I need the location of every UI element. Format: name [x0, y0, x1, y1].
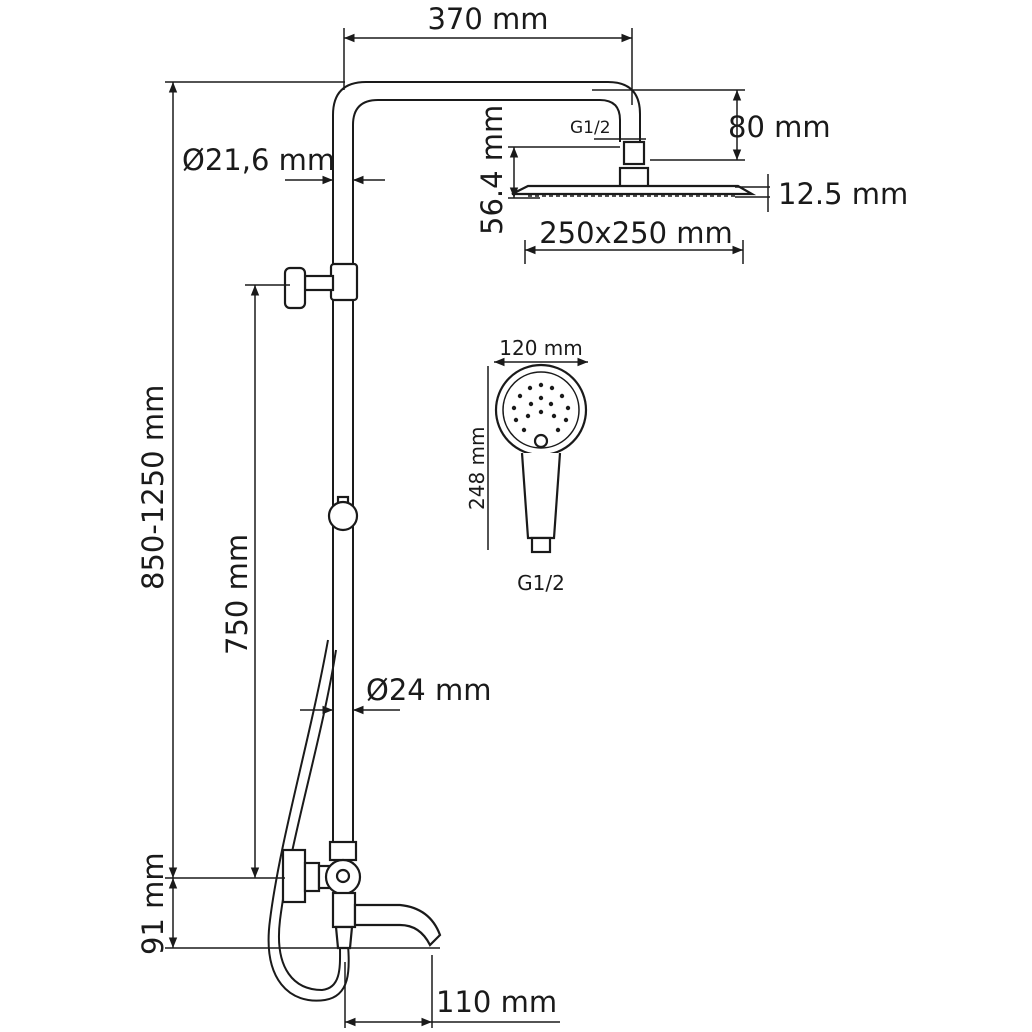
dim-overhead-height: 56.4 mm [475, 105, 620, 235]
overhead-shower-head [511, 140, 757, 197]
arm-length-label: 370 mm [427, 2, 548, 36]
shower-hose [267, 639, 350, 1002]
rail-length-label: 750 mm [220, 534, 254, 655]
shower-riser-pipe [332, 81, 641, 855]
overhead-thread-label: G1/2 [570, 118, 611, 138]
dim-overhead-drop: 80 mm [592, 89, 831, 161]
dim-arm-length: 370 mm [343, 2, 633, 105]
hand-shower-slider [327, 495, 359, 532]
overhead-drop-label: 80 mm [728, 110, 831, 144]
total-height-label: 850-1250 mm [136, 385, 170, 590]
hand-shower-diameter-label: 120 mm [499, 336, 583, 360]
dim-lower-diameter: Ø24 mm [300, 673, 491, 715]
spout-reach-label: 110 mm [436, 985, 557, 1019]
hand-shower-thread-label: G1/2 [517, 571, 565, 595]
mixer-height-label: 91 mm [136, 852, 170, 955]
dim-overhead-size: 250x250 mm [524, 216, 744, 264]
hand-shower-length-label: 248 mm [465, 427, 489, 511]
hand-shower [494, 363, 588, 554]
dim-spout-reach: 110 mm [344, 955, 560, 1028]
spray-nozzles [511, 382, 571, 433]
dim-overhead-thickness: 12.5 mm [735, 174, 908, 212]
lower-diameter-label: Ø24 mm [366, 673, 491, 707]
dim-hand-shower-length: 248 mm [465, 366, 489, 550]
dim-total-height: 850-1250 mm [136, 81, 345, 878]
overhead-size-label: 250x250 mm [539, 216, 733, 250]
overhead-thickness-label: 12.5 mm [778, 177, 908, 211]
dim-upper-diameter: Ø21,6 mm [182, 143, 385, 185]
upper-diameter-label: Ø21,6 mm [182, 143, 335, 177]
rail-top-bracket [283, 262, 359, 310]
dim-hand-shower-diameter: 120 mm [494, 336, 588, 367]
overhead-height-label: 56.4 mm [475, 105, 509, 235]
dim-rail-length: 750 mm [220, 284, 290, 878]
bath-mixer [281, 840, 442, 950]
dim-mixer-height: 91 mm [136, 852, 440, 955]
